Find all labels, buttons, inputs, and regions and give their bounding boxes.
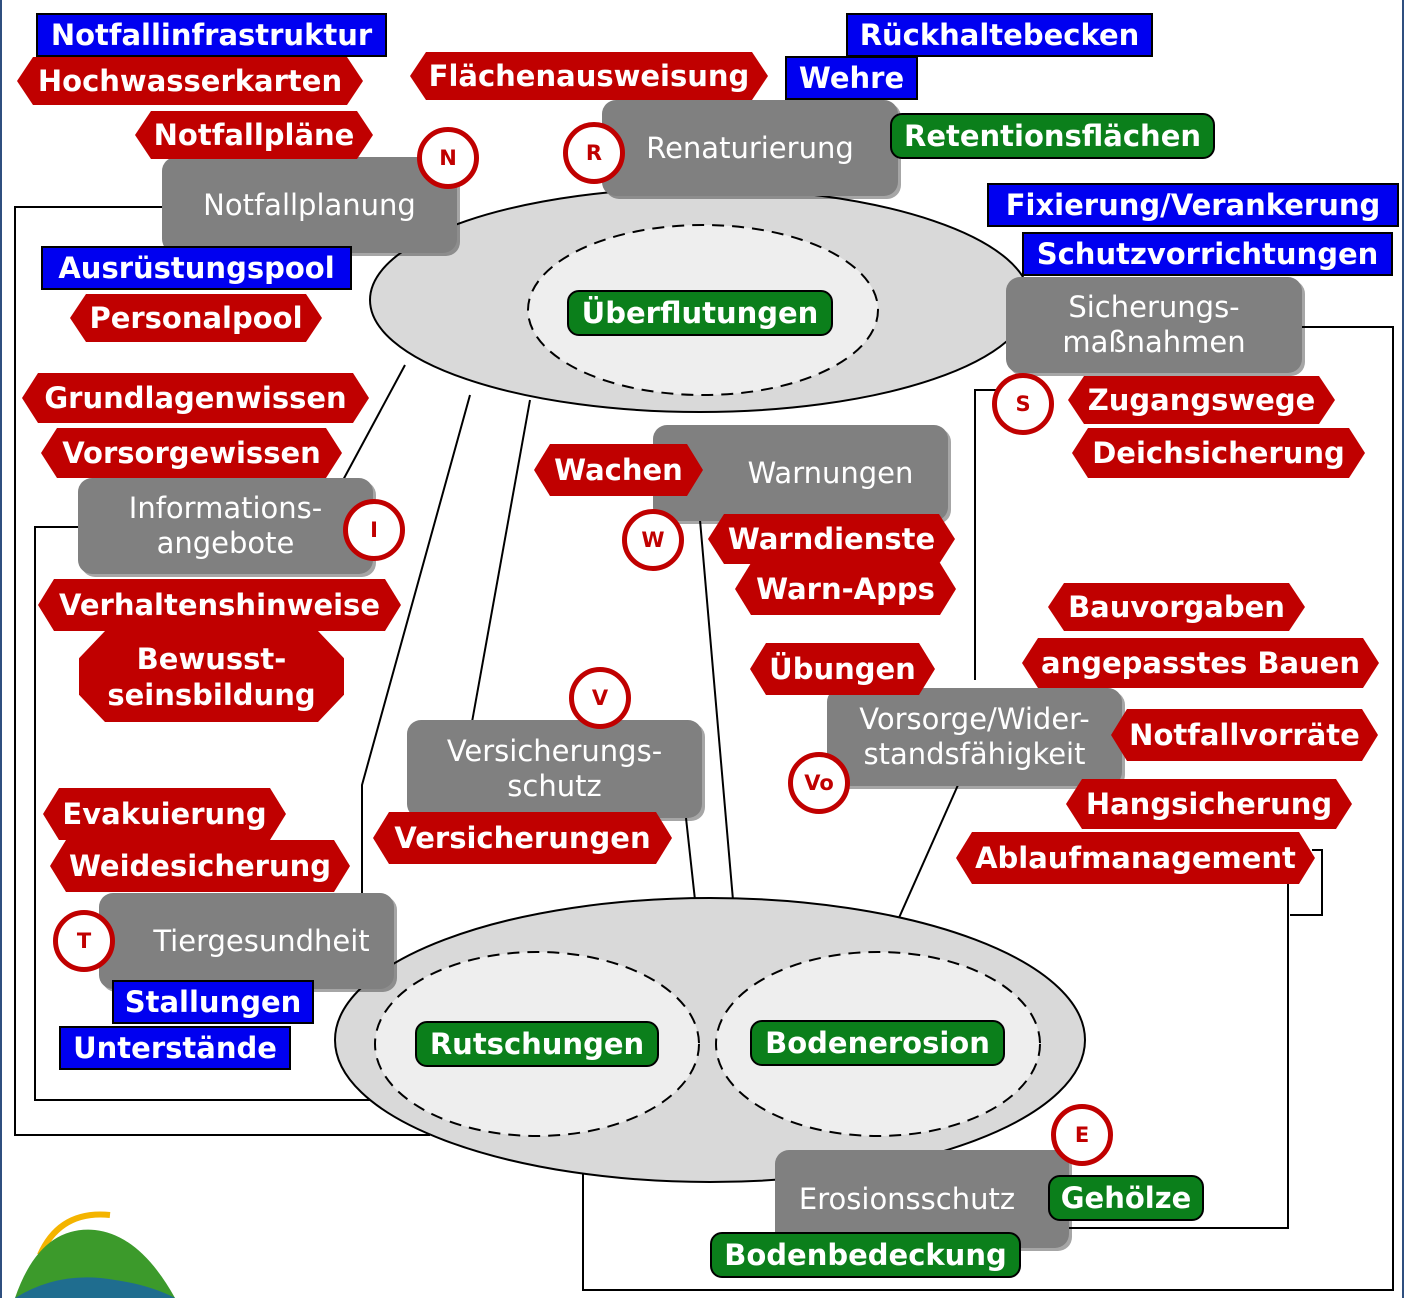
measure-gehoelze: Gehölze [1048, 1175, 1204, 1221]
category-erosionsschutz: Erosionsschutz [775, 1150, 1069, 1248]
measure-weidesicherung: Weidesicherung [50, 840, 350, 892]
measure-wachen: Wachen [534, 444, 703, 496]
measure-warn-apps: Warn-Apps [735, 563, 956, 615]
measure-fixierung: Fixierung/Verankerung [987, 183, 1399, 227]
measure-grundlagenwissen: Grundlagenwissen [22, 373, 369, 423]
category-renaturierung: Renaturierung [602, 100, 898, 196]
connector-versicherung-bottom [685, 817, 696, 901]
connector-erosion-right [1060, 880, 1289, 1229]
measure-stallungen: Stallungen [112, 980, 314, 1024]
measure-hochwasserkarten: Hochwasserkarten [17, 57, 363, 105]
sun-hills-logo-icon [15, 1211, 175, 1298]
connector-versicherung-top [471, 399, 531, 723]
measure-rueckhaltebecken: Rückhaltebecken [846, 13, 1153, 57]
measure-flaechenausweisung: Flächenausweisung [410, 52, 768, 100]
category-tiergesundheit: Tiergesundheit [99, 893, 394, 989]
category-informationsangebote: Informations-angebote [78, 478, 373, 574]
measure-notfallvorraete: Notfallvorräte [1111, 709, 1378, 761]
measure-wehre: Wehre [785, 56, 918, 100]
badge-v: V [569, 667, 631, 729]
measure-hangsicherung: Hangsicherung [1066, 779, 1352, 829]
category-notfallplanung: Notfallplanung [162, 157, 457, 253]
category-vorsorge: Vorsorge/Wider-standsfähigkeit [827, 688, 1122, 786]
connector-sicherung-right [582, 326, 1394, 1291]
measure-verhaltenshinweise: Verhaltenshinweise [38, 579, 401, 631]
connector-ablauf-right [1290, 849, 1323, 916]
measure-angepasstes-bauen: angepasstes Bauen [1022, 638, 1379, 688]
badge-r: R [563, 122, 625, 184]
measure-zugangswege: Zugangswege [1068, 376, 1335, 424]
category-versicherungsschutz: Versicherungs-schutz [407, 720, 702, 818]
connector-information [34, 526, 370, 1101]
measure-vorsorgewissen: Vorsorgewissen [41, 428, 342, 478]
category-sicherungsmassnahmen: Sicherungs-maßnahmen [1006, 277, 1302, 373]
badge-vo: Vo [788, 752, 850, 814]
badge-t: T [53, 910, 115, 972]
badge-e: E [1051, 1104, 1113, 1166]
badge-n: N [417, 127, 479, 189]
measure-ablaufmanagement: Ablaufmanagement [956, 832, 1315, 884]
measure-warndienste: Warndienste [708, 514, 955, 564]
badge-i: I [343, 499, 405, 561]
measure-deichsicherung: Deichsicherung [1072, 428, 1365, 478]
hazard-label-flood: Überflutungen [567, 290, 833, 336]
measure-versicherungen: Versicherungen [373, 812, 672, 864]
measure-ausruestungspool: Ausrüstungspool [41, 246, 352, 290]
measure-schutzvorrichtungen: Schutzvorrichtungen [1022, 232, 1393, 276]
category-warnungen: Warnungen [653, 425, 948, 521]
measure-retentionsflaechen: Retentionsflächen [890, 113, 1215, 159]
hazard-label-erosion: Bodenerosion [750, 1020, 1005, 1066]
connector-sicherung-left [974, 389, 1045, 680]
measure-evakuierung: Evakuierung [43, 788, 286, 840]
measure-personalpool: Personalpool [70, 294, 322, 342]
connector-vorsorge-bottom [897, 784, 959, 921]
measure-bodenbedeckung: Bodenbedeckung [710, 1232, 1021, 1278]
badge-s: S [992, 373, 1054, 435]
measure-uebungen: Übungen [750, 643, 935, 695]
measure-bewusstseinsbildung: Bewusst-seinsbildung [79, 631, 344, 722]
badge-w: W [622, 509, 684, 571]
hazard-label-landslide: Rutschungen [415, 1021, 659, 1067]
connector-information-flood [334, 364, 406, 496]
connector-warn-bottom [699, 519, 734, 901]
measure-notfallplaene: Notfallpläne [135, 111, 373, 159]
measure-bauvorgaben: Bauvorgaben [1048, 583, 1305, 631]
connector-notfallplanung [14, 206, 430, 1136]
measure-unterstaende: Unterstände [59, 1026, 291, 1070]
measure-notfallinfrastruktur: Notfallinfrastruktur [36, 13, 387, 57]
